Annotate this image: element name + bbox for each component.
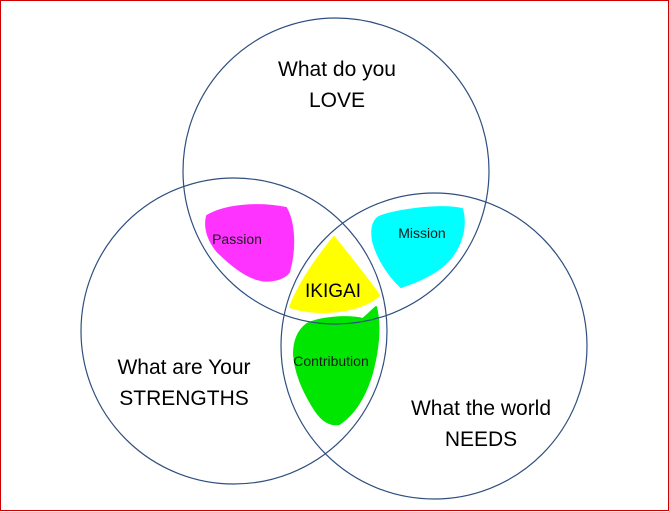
- love-label-line1: What do you: [278, 58, 396, 81]
- passion-region: [205, 204, 295, 282]
- love-circle: [182, 17, 490, 325]
- mission-label: Mission: [398, 225, 445, 241]
- strengths-circle: [80, 177, 388, 485]
- strengths-label-line1: What are Your: [117, 356, 250, 379]
- love-label-line2: LOVE: [309, 89, 365, 112]
- needs-circle: [280, 192, 588, 500]
- strengths-label-line2: STRENGTHS: [119, 387, 249, 410]
- contribution-region: [293, 306, 380, 426]
- needs-label-line2: NEEDS: [445, 428, 517, 451]
- contribution-label: Contribution: [293, 353, 369, 369]
- mission-region: [371, 206, 465, 288]
- ikigai-center-region: [289, 236, 380, 313]
- ikigai-label: IKIGAI: [305, 281, 361, 302]
- passion-label: Passion: [212, 231, 262, 247]
- needs-label-line1: What the world: [411, 397, 551, 420]
